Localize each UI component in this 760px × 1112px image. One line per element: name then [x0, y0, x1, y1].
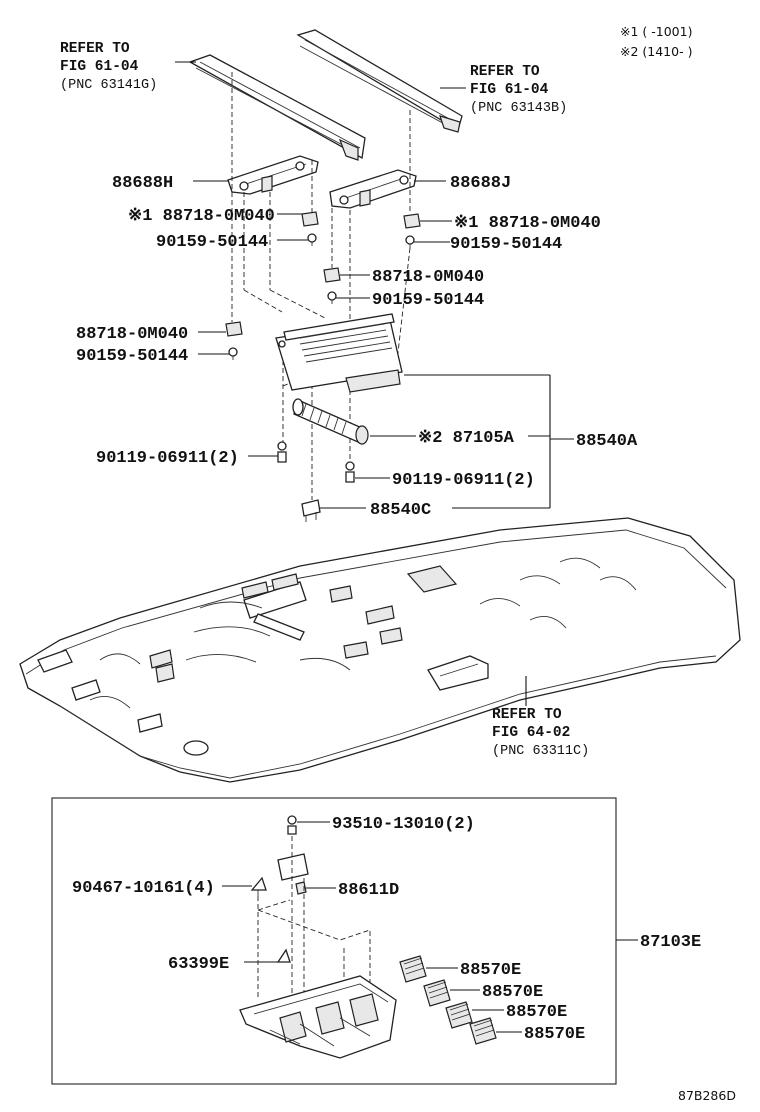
clip-63399-part — [276, 948, 291, 963]
screw-left-1-part — [307, 233, 317, 246]
screw-06911-left-part — [277, 441, 287, 463]
refer-left-line3: (PNC 63141G) — [60, 78, 157, 93]
nut-right-1-part — [403, 213, 421, 229]
label-13010: 93510-13010(2) — [332, 815, 475, 834]
label-06911-left: 90119-06911(2) — [96, 449, 239, 468]
label-88611d: 88611D — [338, 881, 399, 900]
grille-1-part — [399, 955, 427, 983]
nut-left-2-part — [225, 321, 243, 337]
refer-bottom-line1: REFER TO — [492, 707, 562, 723]
grille-3-part — [445, 1001, 473, 1029]
label-06911-right: 90119-06911(2) — [392, 471, 535, 490]
label-88540a: 88540A — [576, 432, 638, 451]
refer-right-line1: REFER TO — [470, 64, 540, 80]
grille-assy-box — [51, 797, 617, 1085]
refer-bottom-line2: FIG 64-02 — [492, 725, 570, 741]
refer-left-label: REFER TO FIG 61-04 (PNC 63141G) — [60, 41, 157, 93]
console-assembly-part — [275, 313, 403, 393]
label-nut-l2: 88718-0M040 — [76, 325, 188, 344]
refer-bottom-label: REFER TO FIG 64-02 (PNC 63311C) — [492, 707, 589, 759]
label-grille-2: 88570E — [482, 983, 543, 1002]
fuse-part — [301, 499, 321, 522]
grille-2-part — [423, 979, 451, 1007]
label-63399e: 63399E — [168, 955, 229, 974]
assembly-dash-lines-top — [231, 72, 411, 500]
note-2: ※2 (1410- ) — [620, 44, 692, 59]
label-screw-c: 90159-50144 — [372, 291, 484, 310]
headliner-part — [19, 517, 741, 783]
roof-rail-front — [188, 54, 366, 161]
refer-right-line2: FIG 61-04 — [470, 82, 549, 98]
label-grille-1: 88570E — [460, 961, 521, 980]
refer-left-line2: FIG 61-04 — [60, 59, 139, 75]
screw-13010-part — [287, 815, 297, 835]
bracket-right-part — [329, 169, 417, 209]
refer-right-line3: (PNC 63143B) — [470, 101, 567, 116]
holder-part — [277, 853, 309, 895]
screw-left-2-part — [228, 347, 238, 360]
screw-center-part — [327, 291, 337, 304]
clip-10161-part — [250, 876, 267, 896]
refer-bottom-line3: (PNC 63311C) — [492, 744, 589, 759]
fan-motor-part — [292, 398, 369, 445]
label-grille-4: 88570E — [524, 1025, 585, 1044]
nut-center-part — [323, 267, 341, 283]
label-screw-r1: 90159-50144 — [450, 235, 562, 254]
screw-right-1-part — [405, 235, 415, 248]
grille-4-part — [469, 1017, 497, 1045]
label-nut-c: 88718-0M040 — [372, 268, 484, 287]
label-87103e: 87103E — [640, 933, 701, 952]
label-nut-r1: ※1 88718-0M040 — [454, 214, 601, 233]
label-88688j: 88688J — [450, 174, 511, 193]
note-1: ※1 ( -1001) — [620, 24, 692, 39]
label-nut-l1: ※1 88718-0M040 — [128, 207, 275, 226]
refer-left-line1: REFER TO — [60, 41, 130, 57]
refer-right-label: REFER TO FIG 61-04 (PNC 63143B) — [470, 64, 567, 116]
diagram-id: 87B286D — [678, 1088, 736, 1103]
label-87105a: ※2 87105A — [418, 429, 515, 448]
label-screw-l2: 90159-50144 — [76, 347, 188, 366]
grille-housing-part — [239, 975, 397, 1059]
roof-rail-rear — [296, 29, 463, 133]
screw-06911-right-part — [345, 461, 355, 483]
label-screw-l1: 90159-50144 — [156, 233, 268, 252]
label-10161: 90467-10161(4) — [72, 879, 215, 898]
label-grille-3: 88570E — [506, 1003, 567, 1022]
label-88688h: 88688H — [112, 174, 173, 193]
label-88540c: 88540C — [370, 501, 431, 520]
nut-left-1-part — [301, 211, 319, 227]
bracket-left-part — [227, 155, 319, 195]
